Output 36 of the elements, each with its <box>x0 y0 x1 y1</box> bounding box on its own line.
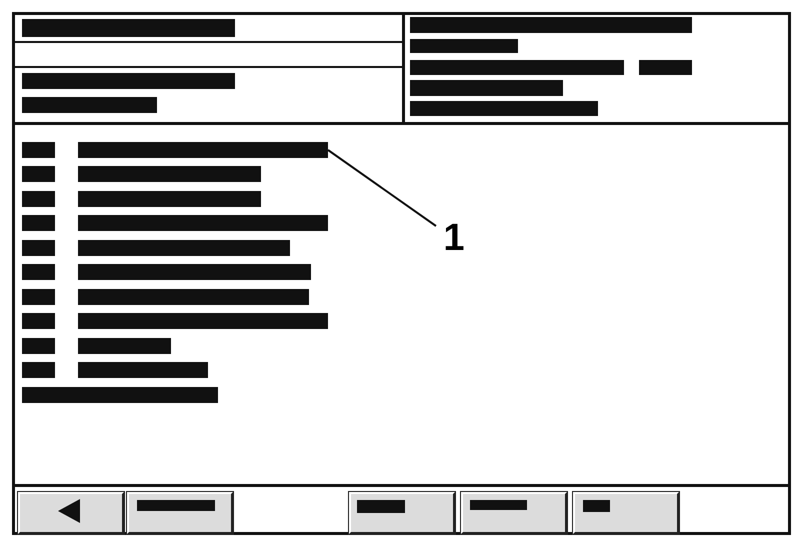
redacted-text <box>78 289 309 305</box>
redacted-text <box>410 17 692 33</box>
redacted-text <box>78 215 328 231</box>
redacted-text <box>410 60 624 75</box>
redacted-text <box>78 191 261 207</box>
redacted-text <box>78 264 311 280</box>
redacted-text <box>22 362 55 378</box>
redacted-text <box>22 97 157 113</box>
redacted-text <box>583 500 610 512</box>
redacted-text <box>22 73 235 89</box>
redacted-text <box>22 166 55 182</box>
redacted-text <box>78 240 290 256</box>
redacted-text <box>410 80 563 96</box>
redacted-text <box>410 39 518 53</box>
redacted-text <box>22 19 235 37</box>
redacted-text <box>22 142 55 158</box>
redacted-text <box>137 500 215 511</box>
redacted-text <box>470 500 527 510</box>
redacted-text <box>78 362 208 378</box>
redacted-text <box>78 313 328 329</box>
redacted-text <box>22 313 55 329</box>
redacted-text <box>22 264 55 280</box>
redacted-text <box>78 142 328 158</box>
redacted-text <box>357 500 405 513</box>
leader-line <box>327 149 437 227</box>
redacted-text <box>22 387 218 403</box>
redacted-text <box>22 240 55 256</box>
redacted-text <box>22 215 55 231</box>
redacted-text <box>22 191 55 207</box>
redacted-text <box>78 338 171 354</box>
redacted-text <box>639 60 692 75</box>
redacted-text <box>410 101 598 116</box>
redacted-text <box>78 166 261 182</box>
redacted-text <box>22 289 55 305</box>
callout-number: 1 <box>436 214 472 262</box>
redacted-text <box>22 338 55 354</box>
